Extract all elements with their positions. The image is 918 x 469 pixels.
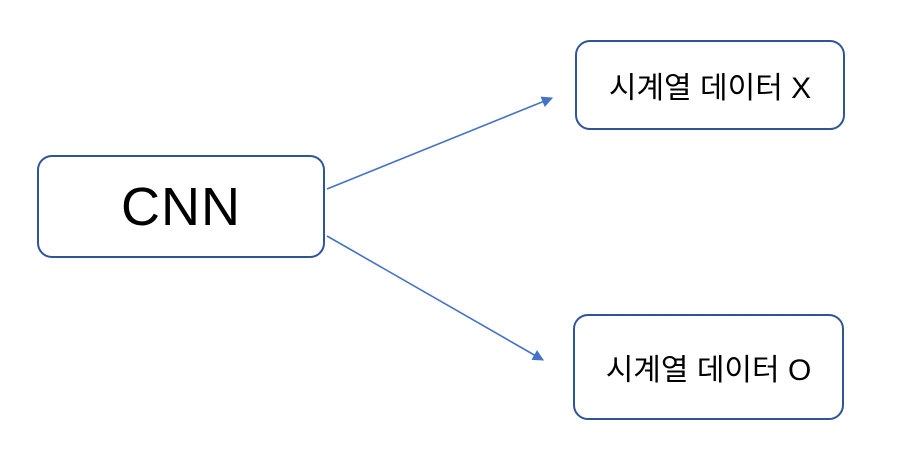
- arrow-cnn-to-ts-o: [326, 235, 544, 361]
- node-cnn: CNN: [37, 155, 325, 258]
- node-timeseries-data-o-label: 시계열 데이터 O: [605, 354, 812, 387]
- node-cnn-label: CNN: [121, 176, 241, 237]
- node-timeseries-data-x-label: 시계열 데이터 X: [608, 72, 812, 105]
- node-timeseries-data-o: 시계열 데이터 O: [573, 314, 844, 420]
- node-timeseries-data-x: 시계열 데이터 X: [575, 40, 845, 130]
- arrow-cnn-to-ts-x: [326, 96, 554, 190]
